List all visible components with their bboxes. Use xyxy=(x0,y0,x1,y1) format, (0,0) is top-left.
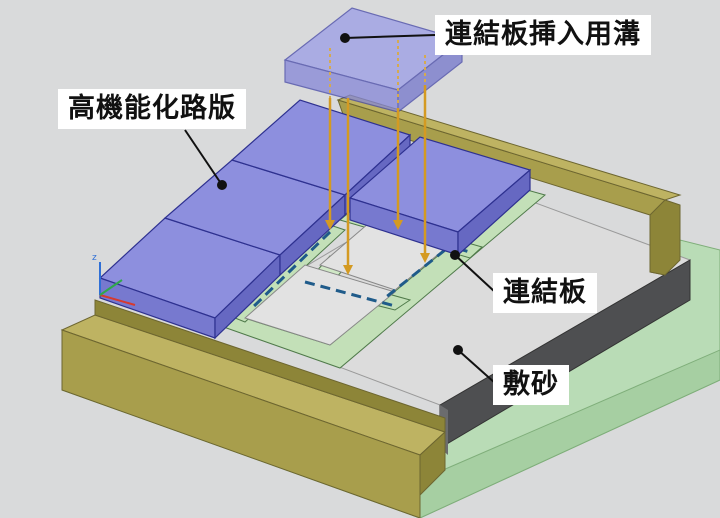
leader-dot-plate xyxy=(450,250,460,260)
front-curb xyxy=(60,299,446,518)
axis-z-label: z xyxy=(92,253,97,263)
label-insertion-groove: 連結板挿入用溝 xyxy=(435,15,651,55)
label-connecting-plate: 連結板 xyxy=(493,273,597,313)
insertion-arrows xyxy=(325,85,430,275)
leader-dot-sand xyxy=(453,345,463,355)
transparent-paver xyxy=(283,7,464,114)
leader-dot-groove xyxy=(340,33,350,43)
back-curb xyxy=(336,94,682,276)
callout-leaders xyxy=(184,33,496,384)
label-bedding-sand: 敷砂 xyxy=(493,365,569,405)
leader-dot-paver xyxy=(217,180,227,190)
paver-blocks xyxy=(98,99,532,340)
label-high-function-paver: 高機能化路版 xyxy=(58,89,246,129)
axis-triad: z xyxy=(92,253,136,306)
